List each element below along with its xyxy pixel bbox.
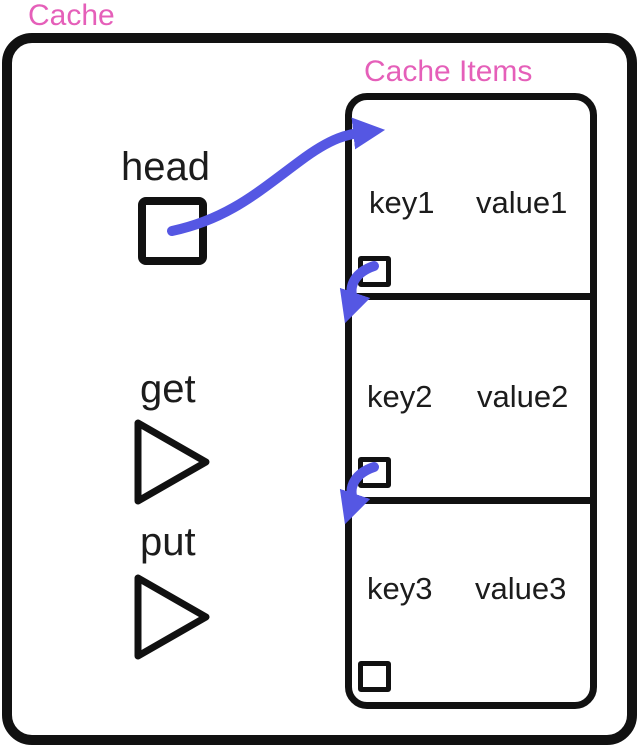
item-divider-1 [352,293,590,300]
put-play-triangle-icon [134,574,210,660]
cache-title: Cache [28,0,115,32]
head-label: head [121,145,210,189]
item3-value-label: value3 [475,571,567,606]
item3-next-pointer-square-icon [358,661,391,692]
item1-key-label: key1 [369,185,435,220]
item3-key-label: key3 [367,571,433,606]
triangle-shape [134,419,210,505]
item2-value-label: value2 [477,379,569,414]
item1-value-label: value1 [476,185,568,220]
get-label: get [140,367,196,411]
get-play-triangle-icon [134,419,210,505]
cache-container-box [2,33,637,745]
item-divider-2 [352,497,590,504]
cache-items-title: Cache Items [364,55,533,88]
item1-next-pointer-square-icon [358,256,391,287]
put-label: put [140,520,196,564]
triangle-shape [134,574,210,660]
item2-key-label: key2 [367,379,433,414]
item2-next-pointer-square-icon [358,457,391,488]
head-pointer-square-icon [138,197,207,265]
cache-items-box [345,93,597,709]
